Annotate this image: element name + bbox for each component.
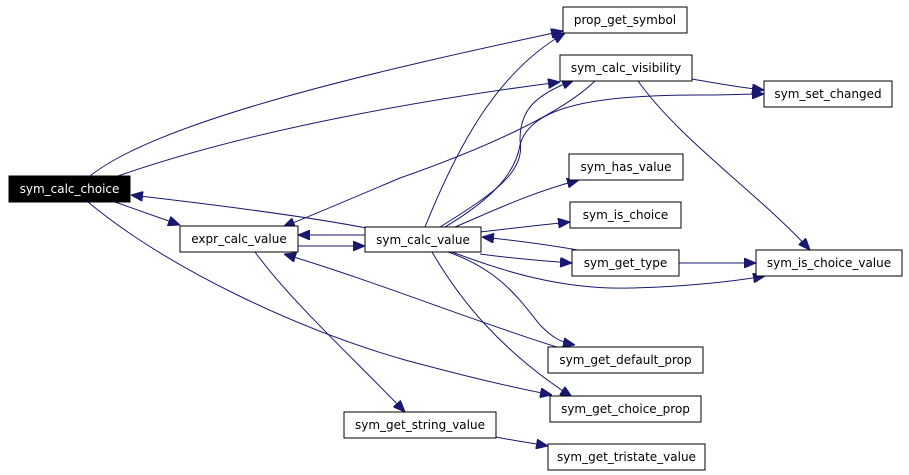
node-label: sym_get_tristate_value [557,450,696,464]
node-sym-has-value[interactable]: sym_has_value [568,153,684,181]
edge-calc-choice-to-expr-calc-value [114,201,180,225]
node-label: sym_is_choice_value [767,256,891,270]
node-sym-get-choice-prop[interactable]: sym_get_choice_prop [549,395,702,423]
node-sym-get-default-prop[interactable]: sym_get_default_prop [547,346,704,374]
edge-calc-choice-to-prop-get-symbol [89,31,563,177]
edge-get-string-value-to-get-tristate-value [495,436,548,446]
edge-calc-choice-to-get-choice-prop [87,201,552,395]
node-label: sym_has_value [580,160,671,174]
edge-calc-value-to-calc-visibility [439,80,574,228]
edge-calc-value-to-has-value [454,180,579,228]
node-label: sym_get_string_value [355,418,485,432]
node-label: prop_get_symbol [574,13,676,27]
node-prop-get-symbol[interactable]: prop_get_symbol [562,6,688,34]
node-sym-calc-value[interactable]: sym_calc_value [364,226,482,253]
node-expr-calc-value[interactable]: expr_calc_value [179,225,299,253]
node-label: sym_calc_visibility [571,61,681,75]
edge-calc-choice-to-calc-visibility [117,82,560,177]
edge-calc-value-to-set-changed [444,94,764,228]
edge-calc-value-to-calc-choice [131,195,367,229]
edge-calc-value-to-is-choice-value [451,251,765,289]
edge-calc-value-to-is-choice [479,222,570,233]
node-sym-set-changed[interactable]: sym_set_changed [763,80,893,108]
edge-get-default-prop-to-expr-calc-value [284,254,561,349]
edge-calc-visibility-to-expr-calc-value [283,80,596,227]
edge-expr-calc-value-to-get-string-value [254,251,405,412]
node-label: sym_get_choice_prop [561,402,690,416]
node-label: sym_set_changed [774,87,881,101]
edge-calc-value-to-get-type [479,253,572,263]
edge-calc-value-to-get-choice-prop [431,251,572,397]
node-sym-calc-choice[interactable]: sym_calc_choice [8,175,131,203]
edge-calc-visibility-to-set-changed [691,78,764,90]
node-label: sym_is_choice [583,208,669,222]
nodes: sym_calc_choice expr_calc_value sym_calc… [8,6,903,471]
edge-calc-value-to-get-default-prop [447,251,575,345]
node-sym-is-choice-value[interactable]: sym_is_choice_value [755,249,903,277]
node-label: sym_calc_value [376,233,470,247]
edges [87,31,810,446]
node-sym-get-type[interactable]: sym_get_type [571,249,680,277]
node-sym-get-tristate-value[interactable]: sym_get_tristate_value [547,443,706,471]
edge-get-type-to-calc-value [482,237,584,252]
node-sym-get-string-value[interactable]: sym_get_string_value [343,411,497,439]
node-label: sym_get_default_prop [559,353,691,367]
edge-calc-visibility-to-is-choice-value [637,80,810,250]
node-sym-calc-visibility[interactable]: sym_calc_visibility [559,54,693,82]
edge-calc-value-to-prop-get-symbol [424,33,565,228]
node-label: sym_calc_choice [20,182,120,196]
node-label: sym_get_type [584,256,668,270]
node-sym-is-choice[interactable]: sym_is_choice [569,201,682,229]
node-label: expr_calc_value [191,232,286,246]
